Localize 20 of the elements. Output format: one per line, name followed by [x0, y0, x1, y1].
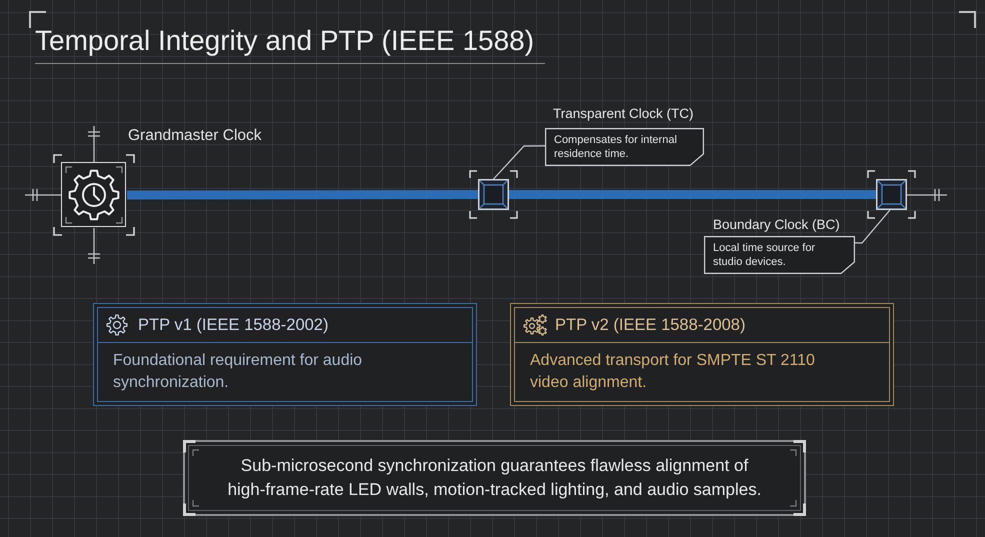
bevel-square	[876, 179, 907, 210]
note-text: Sub-microsecond synchronization guarantees flawless alignment of high-frame-rate LED walls, motion-tracked lighting, and audio samples.	[226, 455, 762, 501]
network-link	[509, 190, 876, 199]
bevel-square	[478, 179, 509, 210]
card-body-text: Foundational requirement for audio synchronization.	[113, 351, 364, 393]
card-body-text: Advanced transport for SMPTE ST 2110 video alignment.	[530, 351, 816, 393]
info-card	[93, 303, 477, 406]
card-title: PTP v1 (IEEE 1588-2002)	[138, 315, 328, 335]
leader-line	[854, 210, 890, 244]
network-link	[127, 190, 478, 200]
callout-text: Local time source for studio devices.	[713, 241, 816, 269]
info-card	[510, 303, 894, 406]
callout-heading: Boundary Clock (BC)	[713, 216, 840, 233]
title: Temporal Integrity and PTP (IEEE 1588)	[35, 24, 545, 64]
note-panel	[183, 440, 806, 516]
leader-line	[493, 145, 545, 180]
node-label: Grandmaster Clock	[128, 126, 262, 145]
callout-heading: Transparent Clock (TC)	[553, 105, 694, 122]
card-title: PTP v2 (IEEE 1588-2008)	[555, 315, 746, 335]
callout-text: Compensates for internal residence time.	[554, 133, 678, 161]
